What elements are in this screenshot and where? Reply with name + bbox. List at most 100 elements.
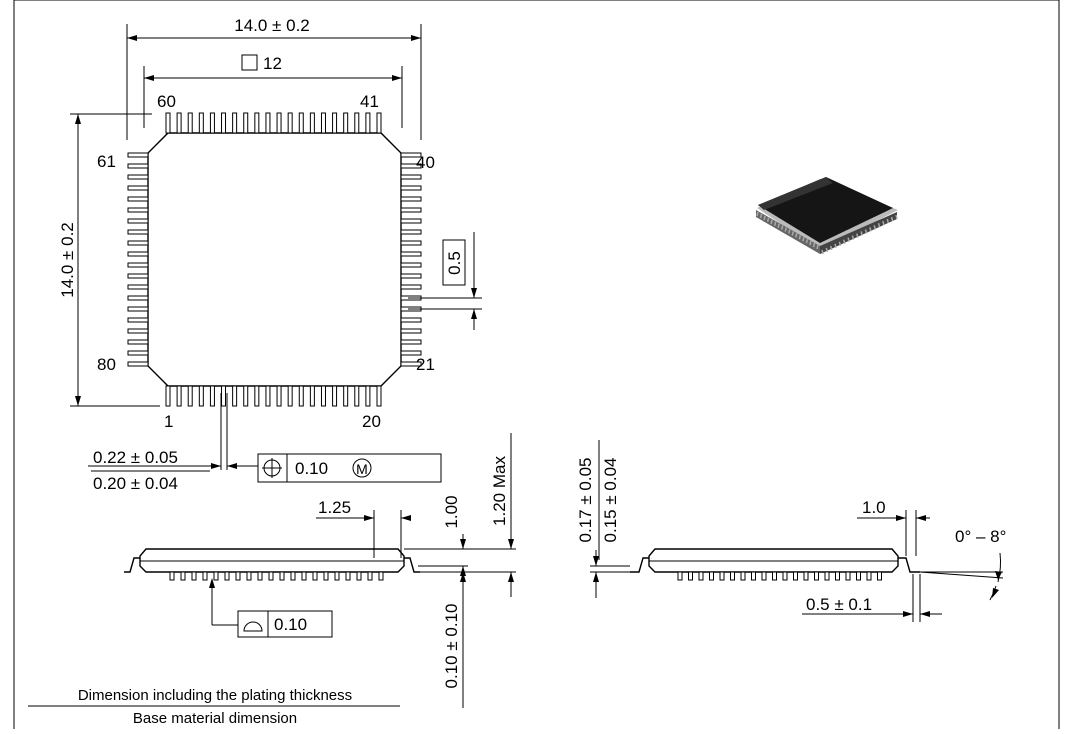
pin bbox=[400, 273, 422, 279]
dimension-foot-length: 1.0 bbox=[857, 498, 930, 556]
side-lead bbox=[202, 571, 208, 581]
pin bbox=[176, 385, 182, 407]
dimension-lead-thickness: 0.17 ± 0.05 0.15 ± 0.04 bbox=[576, 440, 630, 598]
pin bbox=[320, 112, 326, 134]
pin bbox=[400, 361, 422, 367]
pin bbox=[198, 112, 204, 134]
side-lead bbox=[180, 571, 186, 581]
side-view-leads bbox=[169, 571, 384, 581]
flatness-tolerance-frame: 0.10 bbox=[209, 578, 333, 638]
side-lead bbox=[268, 571, 274, 581]
thickness-base-label: 0.15 ± 0.04 bbox=[601, 458, 620, 543]
pin bbox=[232, 112, 238, 134]
pin bbox=[365, 385, 371, 407]
body-height-label: 1.00 bbox=[442, 495, 461, 528]
pin bbox=[332, 385, 338, 407]
detail-left-lead bbox=[630, 557, 649, 573]
package-body-outline bbox=[147, 132, 402, 387]
pin bbox=[276, 112, 282, 134]
pin bbox=[165, 385, 171, 407]
pin bbox=[298, 112, 304, 134]
detail-lead bbox=[677, 571, 683, 581]
pin bbox=[400, 218, 422, 224]
chip-lead bbox=[869, 227, 872, 232]
position-tol-label: 0.10 bbox=[295, 459, 328, 478]
pin bbox=[209, 385, 215, 407]
detail-lead bbox=[698, 571, 704, 581]
side-view: 1.25 1.00 1.20 Max 0.10 ± 0.10 bbox=[124, 433, 516, 708]
pin bbox=[309, 112, 315, 134]
dimension-foot-tolerance: 0.5 ± 0.1 bbox=[802, 574, 942, 622]
side-lead bbox=[334, 571, 340, 581]
chip-lead bbox=[851, 235, 855, 240]
pin bbox=[400, 339, 422, 345]
pin bbox=[127, 152, 149, 158]
chip-lead bbox=[780, 225, 784, 230]
chip-lead bbox=[798, 235, 802, 240]
pin bbox=[127, 196, 149, 202]
legend-base-text: Base material dimension bbox=[133, 710, 297, 727]
dimension-overall-width: 14.0 ± 0.2 bbox=[126, 16, 422, 140]
pin bbox=[265, 385, 271, 407]
chip-lead bbox=[838, 241, 842, 246]
pin bbox=[209, 112, 215, 134]
chip-lead bbox=[805, 238, 809, 244]
chip-3d-illustration bbox=[756, 177, 898, 255]
pin bbox=[332, 112, 338, 134]
pin bbox=[127, 262, 149, 268]
chip-lead bbox=[864, 229, 868, 234]
chip-lead bbox=[766, 217, 770, 223]
pin bbox=[127, 185, 149, 191]
detail-lead bbox=[803, 571, 809, 581]
side-lead bbox=[312, 571, 318, 581]
pin bbox=[127, 306, 149, 312]
side-lead bbox=[356, 571, 362, 581]
right-lead-bend bbox=[404, 557, 420, 573]
standoff-label: 0.10 ± 0.10 bbox=[442, 604, 461, 689]
pin bbox=[127, 174, 149, 180]
pin bbox=[400, 196, 422, 202]
pin bbox=[187, 385, 193, 407]
mmc-circle-icon bbox=[352, 458, 372, 478]
chip-lead bbox=[873, 225, 876, 230]
chip-lead bbox=[756, 211, 759, 217]
pin bbox=[127, 229, 149, 235]
detail-lead bbox=[772, 571, 777, 581]
pin bbox=[127, 207, 149, 213]
chip-lead bbox=[882, 220, 885, 226]
side-lead bbox=[213, 571, 219, 581]
pin bbox=[400, 251, 422, 257]
pin bbox=[365, 112, 371, 134]
pin bbox=[127, 273, 149, 279]
max-height-label: 1.20 Max bbox=[490, 456, 509, 526]
pin bbox=[243, 385, 249, 407]
side-lead bbox=[169, 571, 175, 581]
pin bbox=[400, 185, 422, 191]
pin-21-label: 21 bbox=[416, 355, 435, 374]
overall-width-label: 14.0 ± 0.2 bbox=[234, 16, 310, 35]
dimension-lead-width: 0.22 ± 0.05 0.20 ± 0.04 0.10 M bbox=[88, 393, 442, 493]
lead-detail-view: 0.17 ± 0.05 0.15 ± 0.04 1.0 0° – 8° bbox=[576, 440, 1006, 622]
detail-lead bbox=[688, 571, 693, 581]
chip-lead bbox=[809, 240, 812, 246]
chip-lead bbox=[763, 215, 766, 221]
side-lead bbox=[323, 571, 329, 581]
chip-lead bbox=[788, 229, 791, 234]
pin bbox=[127, 295, 149, 301]
pin-1-label: 1 bbox=[164, 412, 173, 431]
pin bbox=[400, 229, 422, 235]
flatness-symbol-icon bbox=[243, 621, 263, 632]
foot-length-label: 1.0 bbox=[862, 498, 886, 517]
side-body-outline bbox=[139, 548, 405, 573]
pin-41-label: 41 bbox=[360, 92, 379, 111]
pin bbox=[400, 174, 422, 180]
pin bbox=[343, 112, 349, 134]
side-lead bbox=[290, 571, 296, 581]
detail-lead bbox=[845, 571, 851, 581]
pin bbox=[400, 240, 422, 246]
detail-lead bbox=[866, 571, 872, 581]
detail-lead bbox=[751, 571, 756, 581]
detail-lead bbox=[782, 571, 788, 581]
chip-lead bbox=[829, 245, 833, 251]
